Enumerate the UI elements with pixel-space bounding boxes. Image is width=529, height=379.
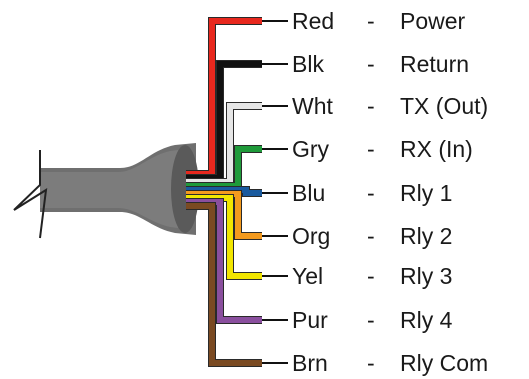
- wire-brn: [186, 202, 288, 367]
- wire-separator: -: [367, 307, 375, 333]
- wire-function: Power: [400, 8, 466, 34]
- wire-color-abbr: Red: [292, 8, 335, 34]
- wire-function: Rly Com: [400, 350, 489, 376]
- wire-separator: -: [367, 136, 375, 162]
- wire-function: Return: [400, 51, 470, 77]
- cable-jacket: [34, 143, 199, 238]
- wire-separator: -: [367, 51, 375, 77]
- wire-color-abbr: Brn: [292, 350, 328, 376]
- wire-separator: -: [367, 223, 375, 249]
- wire-function: Rly 3: [400, 263, 453, 289]
- wire-separator: -: [367, 263, 375, 289]
- wire-function: RX (In): [400, 136, 473, 162]
- wire-function: Rly 4: [400, 307, 453, 333]
- wire-line: [186, 203, 262, 366]
- wire-color-abbr: Gry: [292, 136, 330, 162]
- cut-mark-icon: [13, 150, 48, 239]
- wire-separator: -: [367, 8, 375, 34]
- wire-separator: -: [367, 93, 375, 119]
- wire-separator: -: [367, 350, 375, 376]
- cable-end-ellipse: [171, 145, 199, 233]
- wire-function: Rly 2: [400, 223, 453, 249]
- wire-function: Rly 1: [400, 180, 453, 206]
- wire-color-abbr: Blk: [292, 51, 324, 77]
- wire-separator: -: [367, 180, 375, 206]
- wire-color-abbr: Blu: [292, 180, 326, 206]
- wire-color-abbr: Wht: [292, 93, 333, 119]
- wire-color-abbr: Org: [292, 223, 331, 249]
- wire-color-abbr: Pur: [292, 307, 328, 333]
- wire-function: TX (Out): [400, 93, 489, 119]
- wire-color-abbr: Yel: [292, 263, 324, 289]
